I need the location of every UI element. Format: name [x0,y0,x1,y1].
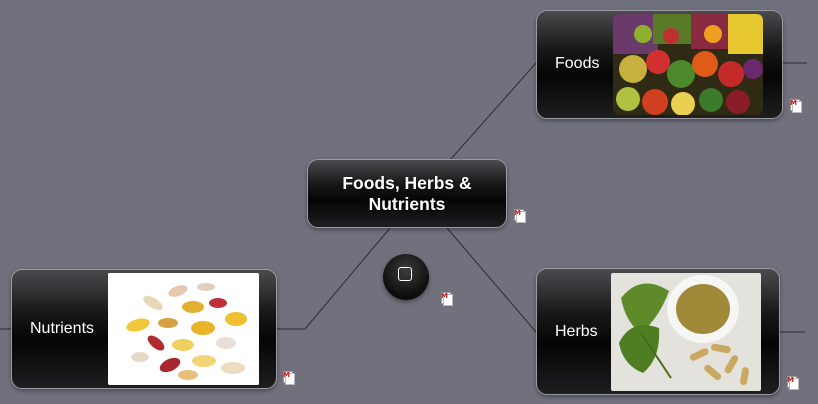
topic-nutrients[interactable]: Nutrients [11,269,277,389]
topic-foods[interactable]: Foods [536,10,783,119]
note-icon[interactable]: M [514,209,526,223]
connector-herbs [446,227,537,333]
topic-herbs[interactable]: Herbs [536,268,780,395]
note-icon[interactable]: M [790,99,802,113]
central-topic-line-2: Nutrients [368,193,446,214]
central-topic-title: Foods, Herbs & Nutrients [342,173,471,215]
note-marker-text: M [787,376,794,384]
vegetables-fruits-image [613,14,763,115]
note-marker-text: M [283,371,290,379]
note-marker-text: M [441,292,448,300]
topic-herbs-label: Herbs [555,323,598,340]
connector-foods [449,62,537,161]
note-marker-text: M [514,209,521,217]
note-icon[interactable]: M [787,376,799,390]
central-topic[interactable]: Foods, Herbs & Nutrients [307,159,507,228]
supplement-pills-image [108,273,259,385]
floating-topic[interactable] [383,254,429,300]
square-icon [398,267,412,281]
note-icon[interactable]: M [283,371,295,385]
ginkgo-leaf-powder-image [611,273,761,391]
note-icon[interactable]: M [441,292,453,306]
connector-nutrients [277,227,391,330]
topic-foods-label: Foods [555,55,600,72]
note-marker-text: M [790,99,797,107]
topic-nutrients-label: Nutrients [30,320,95,337]
central-topic-line-1: Foods, Herbs & [342,172,472,193]
